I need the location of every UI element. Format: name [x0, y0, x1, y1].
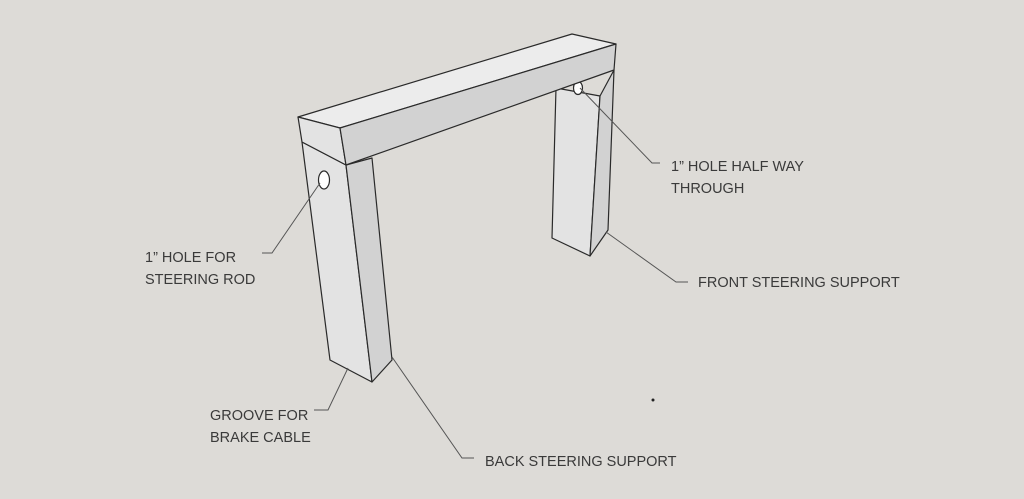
back-steering-support-leg: [301, 141, 393, 383]
label-groove-line-1: GROOVE FOR: [210, 408, 308, 424]
label-front-support: FRONT STEERING SUPPORT: [698, 275, 900, 291]
front-steering-support-leg: [551, 69, 615, 257]
label-hole-half-way-line-1: 1” HOLE HALF WAY: [671, 159, 804, 175]
crossbar-side-face: [339, 43, 617, 166]
annotation-labels: 1” HOLE FOR STEERING ROD 1” HOLE HALF WA…: [145, 159, 900, 470]
label-hole-steering-rod-line-1: 1” HOLE FOR: [145, 250, 236, 266]
top-crossbar: [297, 33, 617, 166]
leader-groove: [314, 367, 349, 411]
leader-lines: [262, 87, 688, 459]
label-hole-steering-rod: 1” HOLE FOR STEERING ROD: [145, 250, 255, 288]
label-hole-steering-rod-line-2: STEERING ROD: [145, 272, 255, 288]
label-hole-half-way: 1” HOLE HALF WAY THROUGH: [671, 159, 808, 197]
stray-dot: [651, 398, 655, 402]
leader-front-support: [605, 231, 688, 283]
label-back-support-line-1: BACK STEERING SUPPORT: [485, 454, 677, 470]
label-groove: GROOVE FOR BRAKE CABLE: [210, 408, 312, 446]
label-groove-line-2: BRAKE CABLE: [210, 430, 311, 446]
label-back-support: BACK STEERING SUPPORT: [485, 454, 677, 470]
back-leg-side-face: [345, 157, 393, 383]
label-front-support-line-1: FRONT STEERING SUPPORT: [698, 275, 900, 291]
label-hole-half-way-line-2: THROUGH: [671, 181, 744, 197]
leader-back-support: [391, 356, 474, 459]
steering-rod-hole: [317, 170, 331, 190]
leader-hole-steering-rod: [262, 182, 321, 254]
leader-hole-half-way: [579, 87, 660, 164]
